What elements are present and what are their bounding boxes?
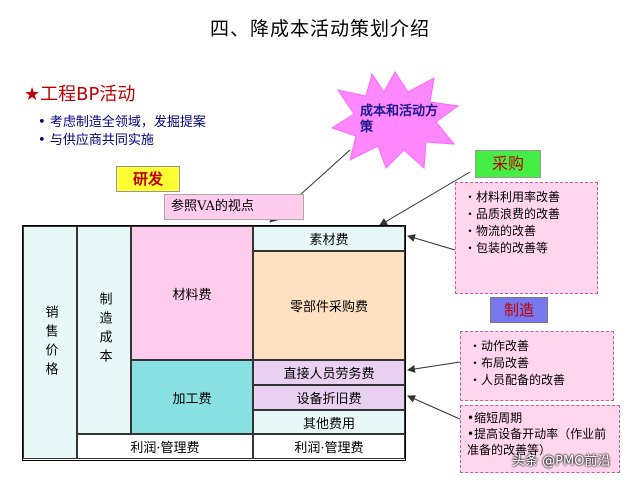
- tag-caigou: 采购: [475, 150, 541, 178]
- cell-depreciation: 设备折旧费: [253, 385, 405, 410]
- bullet-list: 考虑制造全领域，发掘提案 与供应商共同实施: [38, 114, 206, 150]
- starburst-shape: [330, 71, 460, 170]
- page-title: 四、降成本活动策划介绍: [209, 18, 430, 40]
- cost-structure-grid: 销售价格 制造成本 材料费 加工费 利润·管理费 素材费 零部件采购费 直接人员…: [22, 225, 406, 461]
- cell-raw-material: 素材费: [253, 226, 405, 251]
- zhizao-item: ・人员配备的改善: [469, 373, 566, 387]
- cycle-item: •提高设备开动率（作业前准备的改善等）: [467, 427, 607, 457]
- cell-direct-labor: 直接人员劳务费: [253, 360, 405, 385]
- bp-activity-heading: ★工程BP活动: [24, 84, 136, 105]
- cell-other-cost: 其他费用: [253, 410, 405, 434]
- cell-profit-left: 利润·管理费: [77, 434, 253, 459]
- bullet-item: 考虑制造全领域，发掘提案: [38, 114, 206, 132]
- cell-sales-price: 销售价格: [23, 226, 77, 459]
- tag-va-viewpoint: 参照VA的视点: [164, 194, 304, 220]
- watermark: 头条 @PMO前沿: [512, 454, 611, 469]
- tag-yanfa: 研发: [116, 166, 180, 192]
- arrow-zhizao: [407, 361, 461, 373]
- caigou-item: ・包装的改善等: [464, 241, 549, 255]
- cycle-item: •缩短周期: [467, 411, 523, 425]
- cell-parts-purchase: 零部件采购费: [253, 251, 405, 360]
- arrow-cycle: [407, 395, 463, 421]
- caigou-item: ・材料利用率改善: [464, 190, 561, 204]
- bullet-item: 与供应商共同实施: [38, 132, 206, 150]
- caigou-item: ・物流的改善: [464, 224, 537, 238]
- cell-material-cost: 材料费: [131, 226, 253, 360]
- arrow-caigou: [407, 234, 456, 251]
- zhizao-box: ・动作改善 ・布局改善 ・人员配备的改善: [460, 331, 614, 401]
- caigou-item: ・品质浪费的改善: [464, 207, 561, 221]
- zhizao-item: ・动作改善: [469, 339, 530, 353]
- cycle-box: •缩短周期 •提高设备开动率（作业前准备的改善等）: [460, 405, 620, 473]
- burst-label: 成本和活动方策: [360, 104, 439, 135]
- tag-zhizao: 制造: [490, 297, 548, 323]
- cell-mfg-cost: 制造成本: [77, 226, 131, 434]
- zhizao-item: ・布局改善: [469, 356, 530, 370]
- caigou-box: ・材料利用率改善 ・品质浪费的改善 ・物流的改善 ・包装的改善等: [455, 182, 598, 294]
- cell-profit-right: 利润·管理费: [253, 434, 405, 459]
- cell-processing-cost: 加工费: [131, 360, 253, 434]
